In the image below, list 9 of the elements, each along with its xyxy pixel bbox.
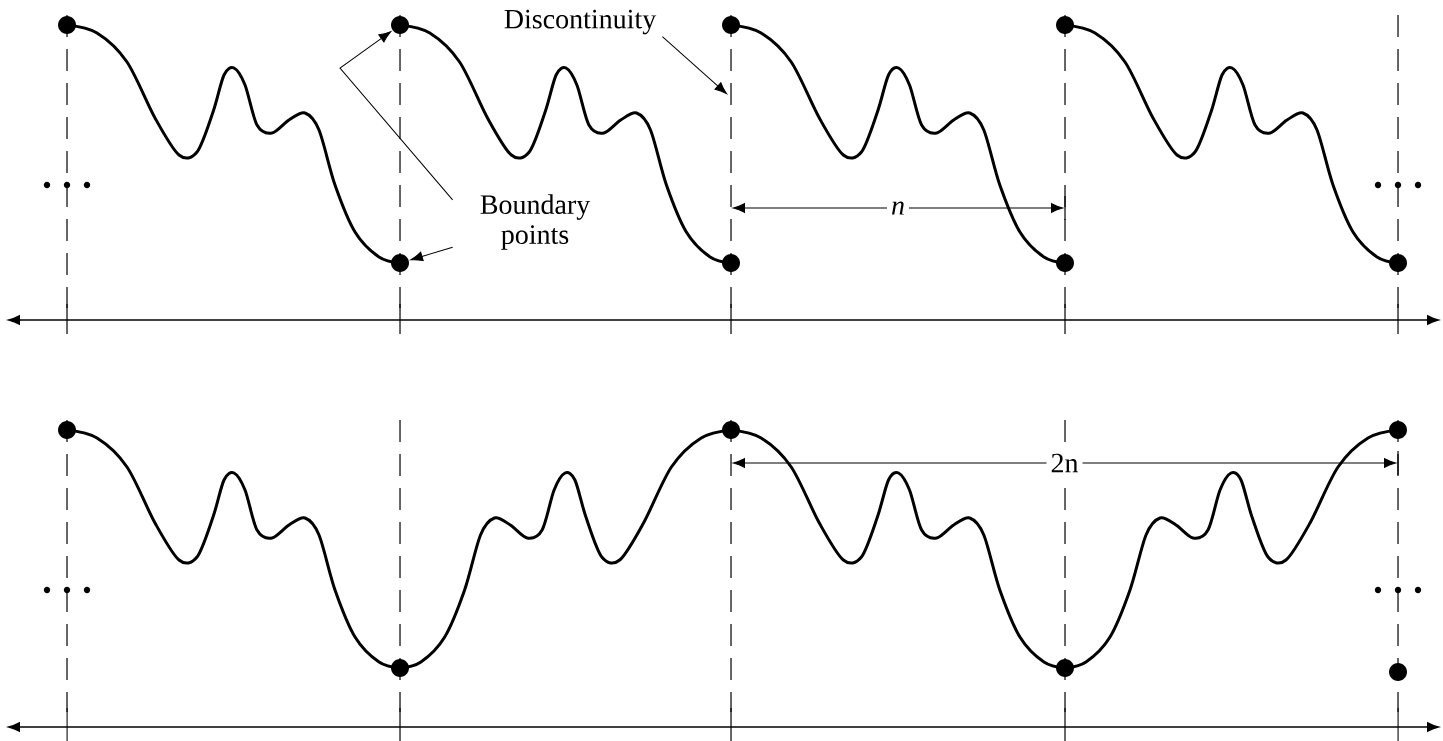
callout-text: Boundary points xyxy=(480,194,591,250)
boundary-dot xyxy=(391,16,409,34)
leader-line xyxy=(339,31,454,201)
dimension-label: n xyxy=(887,197,909,219)
callout-text: Discontinuity xyxy=(504,9,657,35)
dimension-label: 2n xyxy=(1046,449,1083,477)
boundary-dot xyxy=(391,254,409,272)
leader-line xyxy=(410,246,454,262)
leader-line xyxy=(661,36,727,95)
